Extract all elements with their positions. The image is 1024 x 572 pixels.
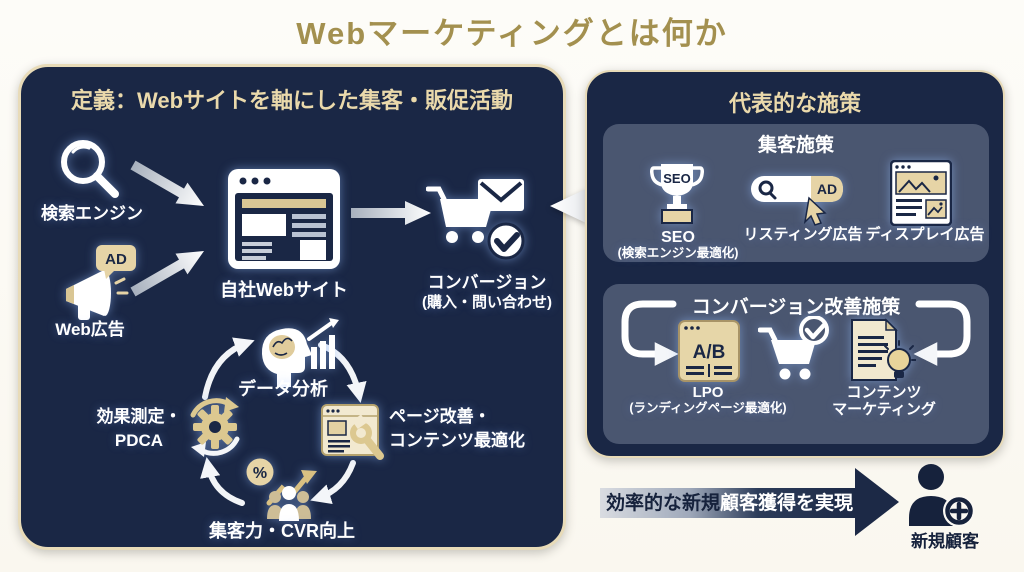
listing-ad-icon: AD [751, 176, 843, 226]
pdca-label: 効果測定・ PDCA [69, 405, 209, 453]
listing-ad-label: リスティング広告 [743, 226, 863, 243]
percent-badge-text: % [253, 465, 267, 482]
content-marketing-icon [851, 318, 916, 381]
definition-panel-header: 定義：Webサイトを軸にした集客・販促活動 [70, 88, 514, 113]
new-customer-label: 新規顧客 [911, 532, 979, 551]
cursor-icon [803, 196, 827, 226]
page-improve-icon [321, 404, 384, 460]
people-glyph [267, 486, 311, 521]
data-analysis-icon [261, 318, 339, 387]
seo-trophy-text: SEO [663, 171, 690, 186]
cart-glyph [426, 186, 494, 243]
cvr-label: 集客力・CVR向上 [208, 521, 355, 541]
page-title: Webマーケティングとは何か [296, 16, 728, 51]
conversion-label: コンバージョン [427, 273, 547, 292]
conversion-cart-icon [426, 179, 525, 260]
seo-label: SEO [661, 229, 695, 246]
new-customer-icon [909, 464, 975, 527]
pdca-line1: 効果測定・ [96, 407, 182, 426]
display-ad-icon [890, 160, 952, 226]
data-analysis-label: データ分析 [238, 379, 328, 399]
display-ad-label: ディスプレイ広告 [865, 226, 985, 243]
page-improve-line1: ページ改善・ [389, 407, 491, 426]
measures-panel: 代表的な施策 集客施策 SEO SEO (検索エンジン最適化) AD [585, 70, 1005, 458]
megaphone-icon: AD [66, 245, 136, 320]
page-improve-line2: コンテンツ最適化 [389, 431, 525, 450]
acquisition-title: 集客施策 [757, 135, 834, 156]
web-ad-label: Web広告 [55, 320, 125, 339]
content-marketing-label: コンテンツ マーケティング [819, 384, 949, 418]
cart-check-icon [758, 316, 829, 380]
acquisition-subpanel: 集客施策 SEO SEO (検索エンジン最適化) AD リスティング広告 [603, 124, 989, 262]
pdca-line2: PDCA [114, 431, 164, 450]
page-improve-label: ページ改善・ コンテンツ最適化 [389, 405, 559, 453]
search-icon [61, 140, 119, 198]
conversion-title: コンバージョン改善施策 [691, 297, 901, 318]
check-icon [487, 222, 525, 260]
pdca-gear-icon [190, 397, 240, 457]
cvr-growth-icon: % [246, 458, 317, 521]
conversion-subpanel: コンバージョン改善施策 A/B LPO (ランディングページ最適化) [603, 284, 989, 444]
content-line1: コンテンツ [846, 384, 922, 401]
cycle-arrow-cvr-to-pdca [200, 456, 245, 506]
ad-badge-text: AD [105, 251, 127, 268]
outcome-text-dark: 効率的な新規 [606, 493, 721, 514]
outcome-text-light: 顧客獲得を実現 [720, 493, 854, 514]
listing-ad-badge-text: AD [817, 181, 837, 197]
plus-icon [949, 501, 969, 521]
own-website-label: 自社Webサイト [220, 280, 348, 300]
content-line2: マーケティング [832, 401, 936, 418]
sound-lines [114, 277, 129, 295]
seo-trophy-icon: SEO [650, 164, 704, 224]
ad-bubble: AD [96, 245, 136, 279]
lightbulb-icon [884, 340, 916, 378]
website-icon [228, 169, 340, 269]
conversion-sub-label: (購入・問い合わせ) [422, 294, 552, 311]
definition-panel: 定義：Webサイトを軸にした集客・販促活動 検索 [18, 64, 566, 550]
lpo-sub-label: (ランディングページ最適化) [629, 401, 787, 415]
search-engine-label: 検索エンジン [41, 204, 143, 223]
ab-test-icon: A/B [678, 320, 740, 382]
lpo-label: LPO [692, 384, 724, 401]
outcome-text: 効率的な新規顧客獲得を実現 [606, 488, 853, 515]
ab-test-text: A/B [693, 342, 726, 363]
measures-panel-header: 代表的な施策 [728, 91, 861, 116]
arrow-site-to-conversion [351, 201, 431, 225]
brain-lines [272, 337, 293, 356]
seo-sub-label: (検索エンジン最適化) [617, 246, 739, 260]
wrench-glyph [350, 414, 384, 460]
